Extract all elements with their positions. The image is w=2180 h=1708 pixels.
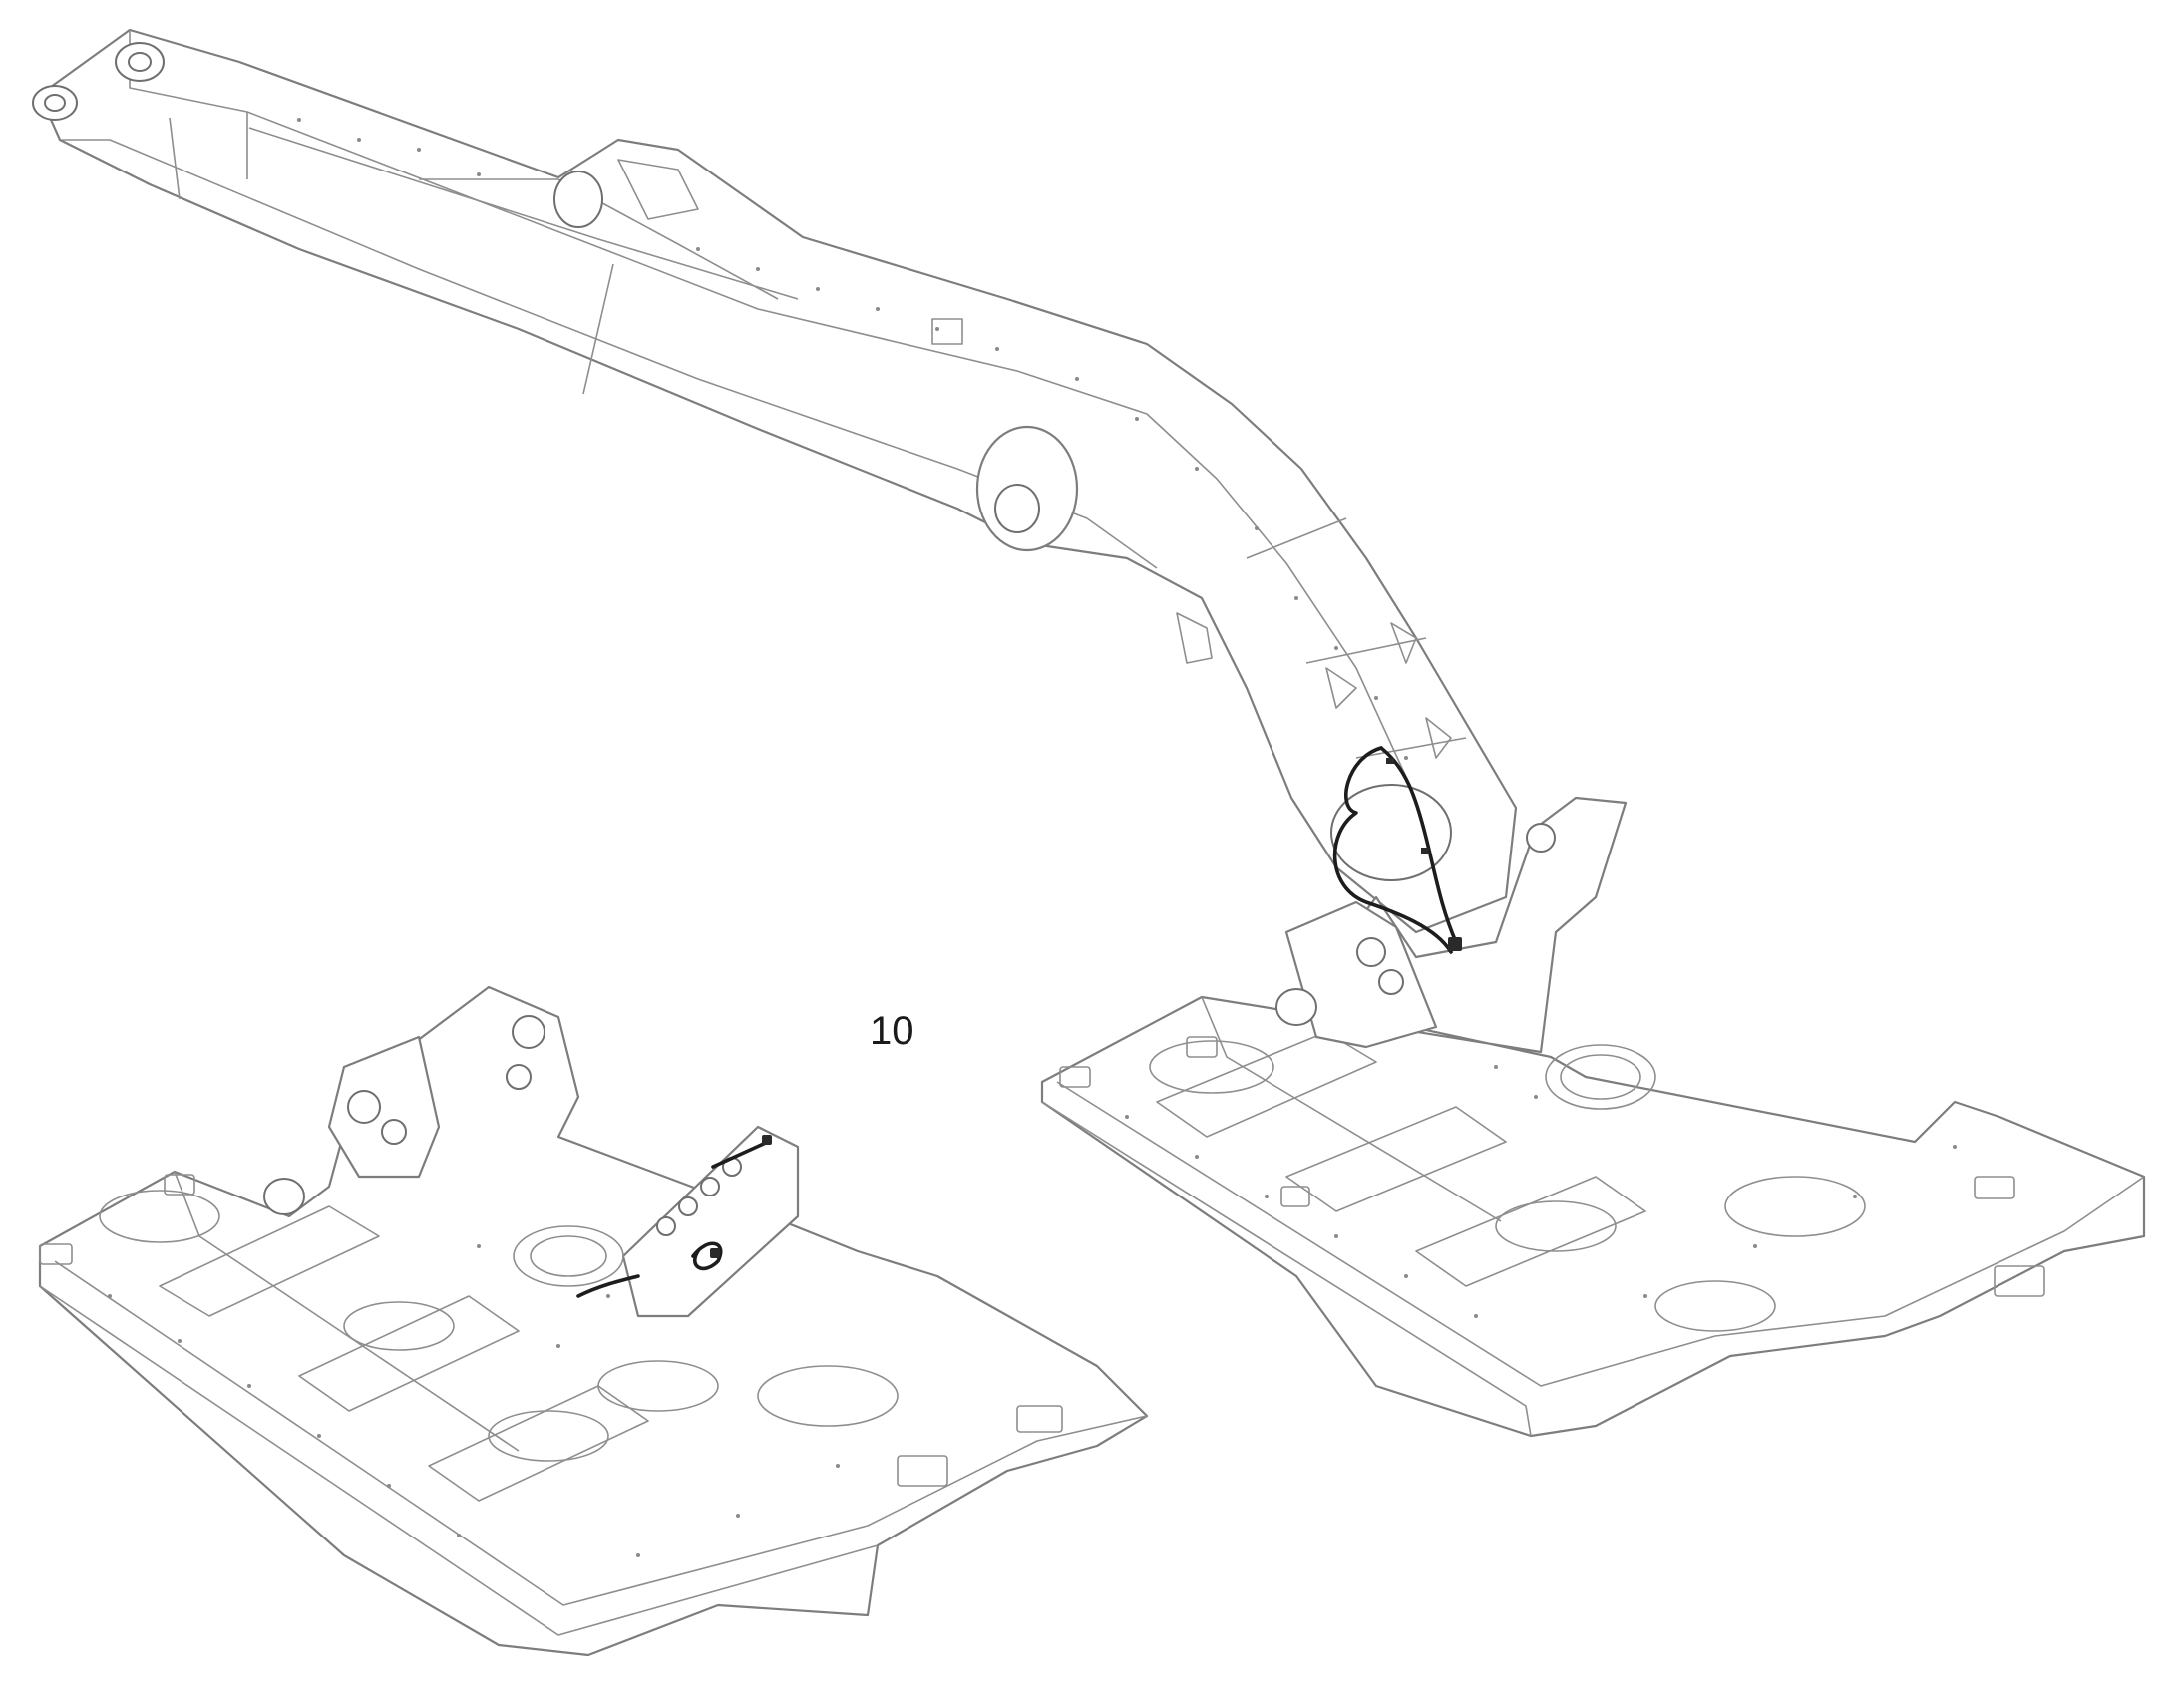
frame-wire-harness	[576, 1135, 772, 1298]
callout-label: 10	[870, 1009, 914, 1053]
left-frame-assembly	[38, 985, 1149, 1657]
boom-wire-harness	[1332, 746, 1462, 954]
right-frame-assembly	[1040, 796, 2146, 1438]
boom-assembly	[32, 28, 1518, 934]
